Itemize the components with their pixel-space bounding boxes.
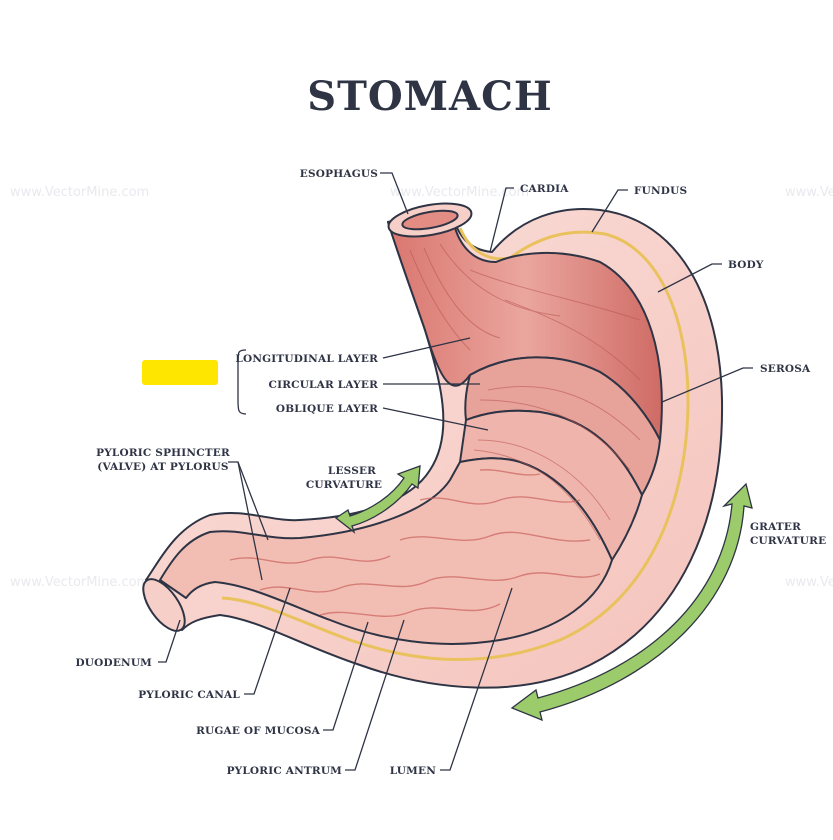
highlight-marker bbox=[142, 360, 218, 385]
rugae-folds bbox=[229, 469, 601, 617]
label-oblique-layer: OBLIQUE LAYER bbox=[276, 403, 378, 415]
watermark: www.VectorMine.com bbox=[10, 575, 149, 590]
lesser-curvature-arrow bbox=[334, 465, 421, 534]
label-circular-layer: CIRCULAR LAYER bbox=[269, 379, 379, 391]
label-greater-curvature: GRATER bbox=[750, 521, 801, 533]
label-longitudinal-layer: LONGITUDINAL LAYER bbox=[235, 353, 378, 365]
mucosa-lumen bbox=[159, 457, 613, 645]
page-title: STOMACH bbox=[307, 73, 552, 120]
label-rugae-of-mucosa: RUGAE OF MUCOSA bbox=[196, 725, 321, 737]
label-fundus: FUNDUS bbox=[634, 185, 687, 197]
watermark: www.VectorMine.com bbox=[785, 185, 833, 200]
label-greater-curvature-2: CURVATURE bbox=[750, 535, 826, 547]
labels: ESOPHAGUS CARDIA FUNDUS BODY LONGITUDINA… bbox=[76, 168, 827, 777]
label-cardia: CARDIA bbox=[520, 183, 569, 195]
watermark: www.VectorMine.com bbox=[390, 185, 529, 200]
label-esophagus: ESOPHAGUS bbox=[300, 168, 378, 180]
label-pyloric-antrum: PYLORIC ANTRUM bbox=[227, 765, 343, 777]
label-lesser-curvature: LESSER bbox=[328, 465, 376, 477]
esophagus-lumen bbox=[401, 209, 459, 231]
label-serosa: SEROSA bbox=[760, 363, 811, 375]
serosa-line bbox=[221, 227, 690, 662]
greater-curvature-arrow bbox=[510, 482, 753, 722]
watermark: www.VectorMine.com bbox=[785, 575, 833, 590]
label-pyloric-sphincter-2: (VALVE) AT PYLORUS bbox=[97, 461, 228, 473]
label-lesser-curvature-2: CURVATURE bbox=[306, 479, 382, 491]
duodenum-opening bbox=[142, 578, 186, 632]
label-duodenum: DUODENUM bbox=[76, 657, 153, 669]
label-pyloric-sphincter: PYLORIC SPHINCTER bbox=[96, 447, 230, 459]
label-body: BODY bbox=[728, 259, 764, 271]
watermark: www.VectorMine.com bbox=[10, 185, 149, 200]
curvature-arrows bbox=[334, 465, 753, 722]
label-pyloric-canal: PYLORIC CANAL bbox=[138, 689, 240, 701]
muscle-fibers bbox=[409, 243, 641, 541]
label-lumen: LUMEN bbox=[390, 765, 436, 777]
leader-lines bbox=[158, 172, 753, 771]
stomach-illustration bbox=[142, 202, 724, 689]
